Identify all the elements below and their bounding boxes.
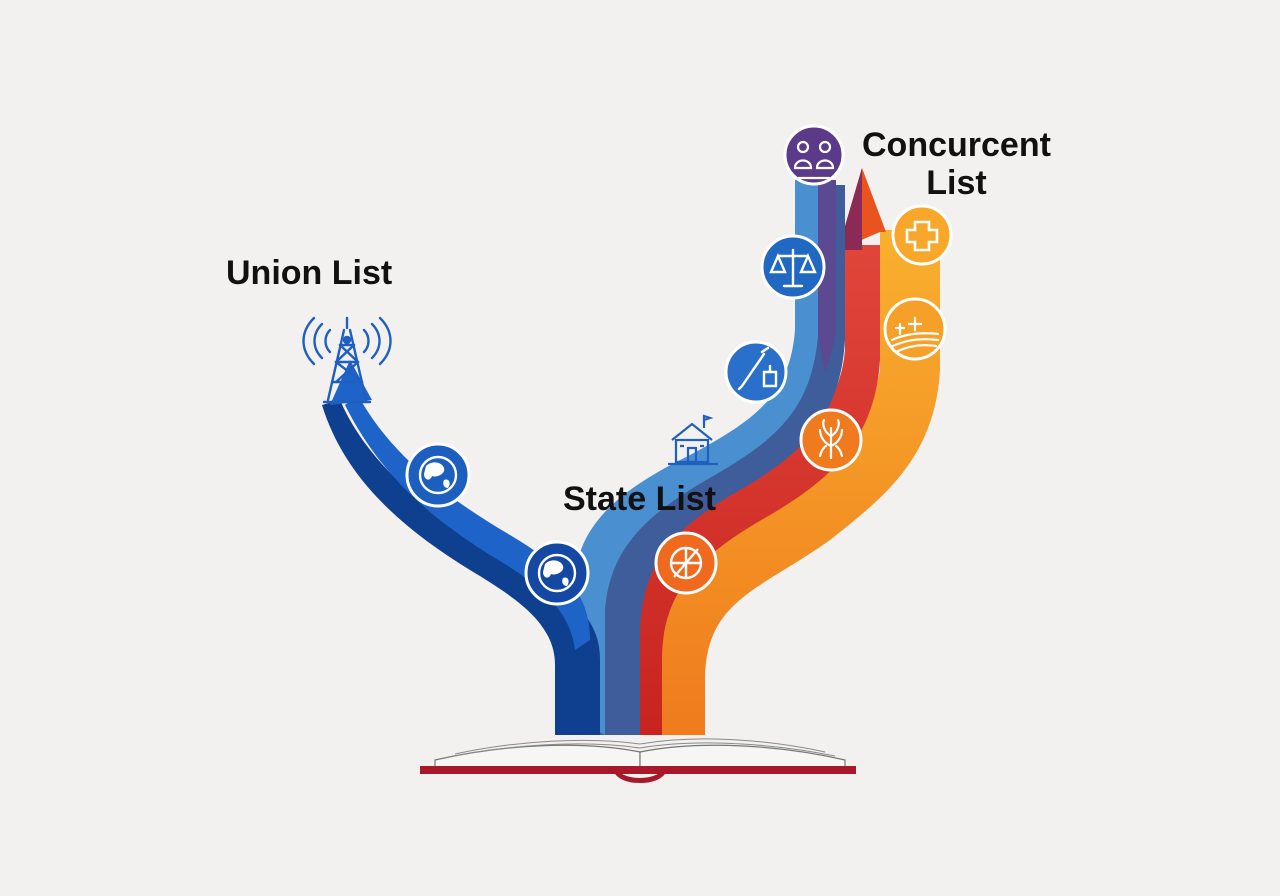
concurrent-list-label: Concurcent List xyxy=(862,126,1051,202)
farmland-icon xyxy=(883,297,947,361)
stream-state-light xyxy=(578,180,818,735)
radio-tower-icon xyxy=(302,316,392,404)
stream-concurrent-amber xyxy=(640,230,940,735)
globe-icon xyxy=(405,442,471,508)
concurrent-list-label-line1: Concurcent xyxy=(862,126,1051,164)
school-icon xyxy=(668,414,718,466)
stream-purple xyxy=(818,180,836,372)
health-cross-icon xyxy=(891,204,953,266)
stream-union-mid xyxy=(345,395,590,650)
scales-of-justice-icon xyxy=(760,234,826,300)
stream-red xyxy=(615,245,880,735)
agriculture-icon xyxy=(799,408,863,472)
concurrent-list-label-line2: List xyxy=(926,164,987,202)
no-entry-icon xyxy=(654,531,718,595)
stream-union-dark xyxy=(322,400,600,735)
streams xyxy=(322,168,940,735)
pen-and-ink-icon xyxy=(724,340,788,404)
state-list-label: State List xyxy=(563,480,717,518)
population-icon xyxy=(783,124,845,186)
globe-icon xyxy=(524,540,590,606)
union-list-label: Union List xyxy=(226,254,393,292)
open-book-icon xyxy=(420,738,856,783)
